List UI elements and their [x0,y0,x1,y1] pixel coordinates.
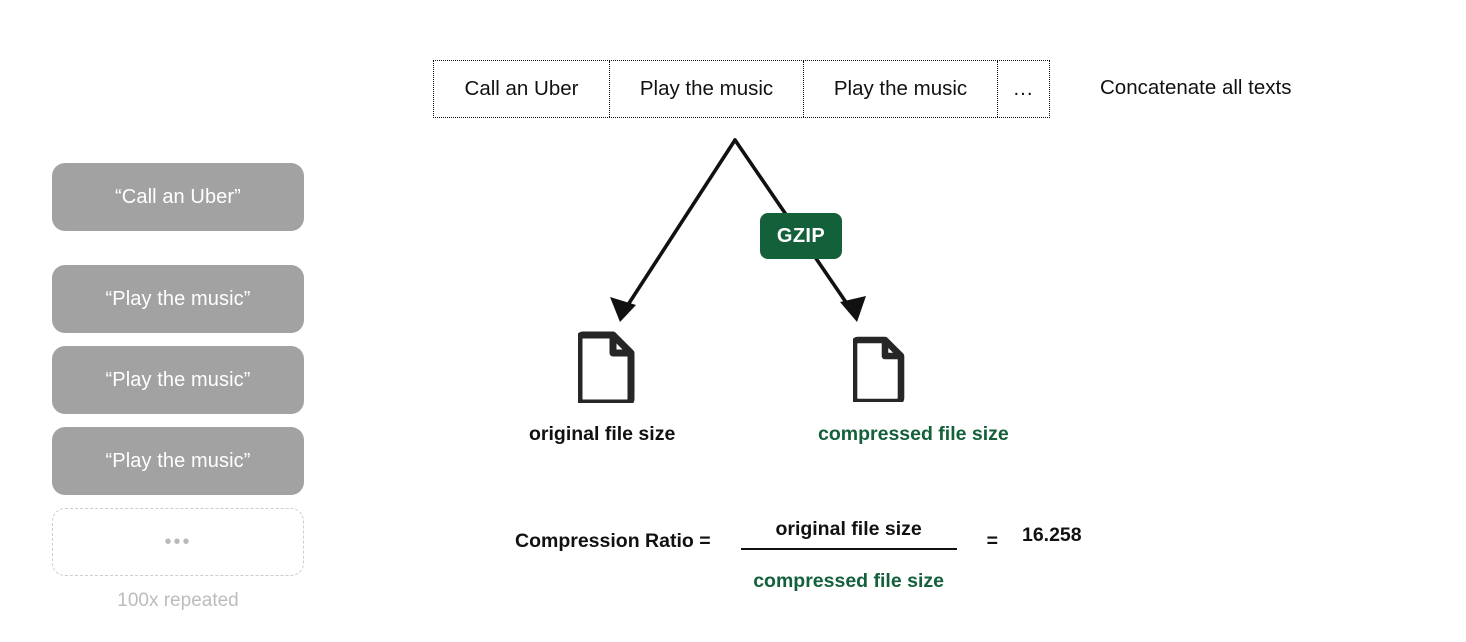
formula-equals-sign: = [986,530,998,552]
utterance-pill-2[interactable]: “Play the music” [52,346,304,414]
gzip-label: GZIP [776,224,826,247]
utterance-pill-1[interactable]: “Play the music” [52,265,304,333]
concatenated-text-table: Call an Uber Play the music Play the mus… [433,60,1050,118]
formula-label: Compression Ratio = [515,530,711,552]
ellipsis-icon: ••• [164,531,192,553]
utterance-pill-ellipsis: ••• [52,508,304,576]
utterance-pill-label: “Play the music” [105,368,251,391]
concat-cell-ellipsis: ... [1013,77,1034,100]
arrow-to-original [610,138,737,322]
utterance-pill-label: “Call an Uber” [115,185,241,208]
utterance-pill-3[interactable]: “Play the music” [52,427,304,495]
formula-result-value: 16.258 [1021,524,1082,546]
utterance-pill-label: “Play the music” [105,287,251,310]
utterance-pill-label: “Play the music” [105,449,251,472]
formula-fraction: original file size compressed file size [740,518,957,593]
utterance-list: “Call an Uber” “Play the music” “Play th… [52,163,304,612]
concatenate-note: Concatenate all texts [1100,76,1292,99]
concat-cell-2: Play the music [804,61,998,117]
original-file-document-icon [575,331,636,408]
compressed-file-document-icon [850,336,906,407]
fraction-bar [740,548,957,551]
original-file-caption: original file size [529,423,676,445]
gzip-badge: GZIP [760,213,842,259]
utterance-pill-0[interactable]: “Call an Uber” [52,163,304,231]
fraction-denominator: compressed file size [753,570,944,593]
repeat-count-label: 100x repeated [117,590,239,611]
concat-cell-0: Call an Uber [434,61,610,117]
compression-ratio-formula: Compression Ratio = original file size c… [515,518,1082,593]
fraction-numerator: original file size [775,518,922,540]
concat-cell-1: Play the music [610,61,804,117]
compressed-file-caption: compressed file size [818,423,1009,445]
